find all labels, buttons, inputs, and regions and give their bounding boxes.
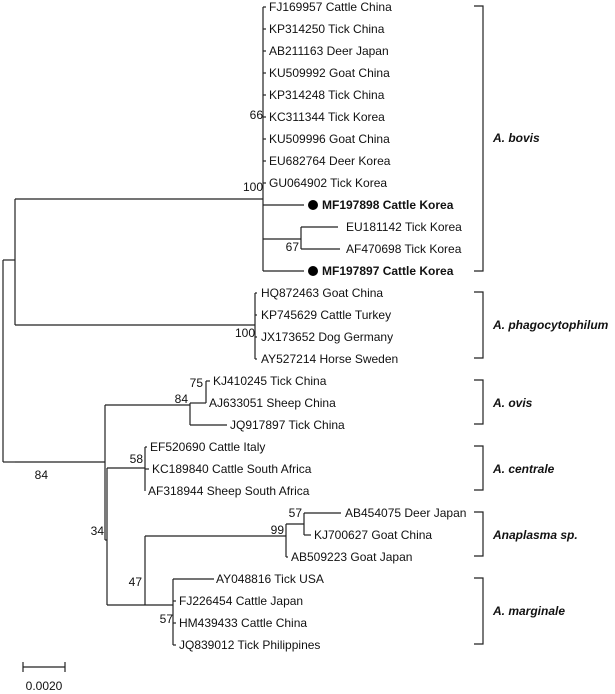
bootstrap-value: 57 — [160, 612, 174, 626]
clade-bracket-a-phagocytophilum: A. phagocytophilum — [474, 291, 609, 359]
clade-bracket-a-bovis: A. bovis — [474, 5, 540, 272]
leaf-label: EU682764 Deer Korea — [269, 154, 391, 168]
leaf-label: KU509992 Goat China — [269, 66, 390, 80]
clade-label: A. ovis — [492, 396, 533, 410]
leaf-label: AB509223 Goat Japan — [291, 550, 412, 564]
leaf-label: EU181142 Tick Korea — [346, 220, 462, 234]
bootstrap-value: 47 — [129, 575, 143, 589]
bootstrap-value: 84 — [35, 468, 49, 482]
highlight-dot — [308, 266, 318, 276]
leaf-label: JQ839012 Tick Philippines — [179, 638, 320, 652]
leaf-label: KJ700627 Goat China — [314, 528, 432, 542]
bootstrap-value: 34 — [91, 524, 105, 538]
clade-label: A. centrale — [492, 462, 555, 476]
leaf-label: JX173652 Dog Germany — [261, 330, 393, 344]
leaf-label: KC189840 Cattle South Africa — [152, 462, 312, 476]
leaf-label: AY527214 Horse Sweden — [261, 352, 398, 366]
leaf-label: HM439433 Cattle China — [179, 616, 307, 630]
bootstrap-values: 66 100 67 100 75 84 58 84 34 99 57 47 57 — [35, 108, 303, 626]
bootstrap-value: 100 — [243, 180, 263, 194]
scale-bar: 0.0020 — [22, 662, 66, 693]
leaf-label: KP745629 Cattle Turkey — [261, 308, 391, 322]
bootstrap-value: 84 — [175, 392, 189, 406]
leaf-label: EF520690 Cattle Italy — [150, 440, 265, 454]
leaf-label: AB211163 Deer Japan — [269, 44, 389, 58]
leaf-label: JQ917897 Tick China — [230, 418, 345, 432]
leaf-label-highlighted: MF197897 Cattle Korea — [322, 264, 454, 278]
clade-label: A. phagocytophilum — [492, 318, 609, 332]
clade-label: A. marginale — [492, 604, 565, 618]
leaf-label: KU509996 Goat China — [269, 132, 390, 146]
bootstrap-value: 57 — [289, 506, 303, 520]
bootstrap-value: 67 — [286, 240, 300, 254]
leaf-label: AJ633051 Sheep China — [209, 396, 336, 410]
leaf-label: HQ872463 Goat China — [261, 286, 383, 300]
leaf-label: AF470698 Tick Korea — [346, 242, 462, 256]
leaf-label: AY048816 Tick USA — [216, 572, 324, 586]
leaf-label: AB454075 Deer Japan — [345, 506, 466, 520]
bootstrap-value: 99 — [271, 523, 285, 537]
clade-bracket-a-centrale: A. centrale — [474, 445, 555, 491]
clade-label: Anaplasma sp. — [492, 528, 578, 542]
leaf-label-highlighted: MF197898 Cattle Korea — [322, 198, 454, 212]
clade-bracket-a-ovis: A. ovis — [474, 379, 533, 425]
scale-bar-line — [22, 662, 66, 672]
tree-branches — [2, 6, 341, 646]
leaf-label: FJ169957 Cattle China — [269, 0, 392, 14]
bootstrap-value: 58 — [130, 452, 144, 466]
bootstrap-value: 75 — [190, 376, 204, 390]
clade-brackets: A. bovis A. phagocytophilum A. ovis A. c… — [474, 5, 609, 645]
leaf-label: KJ410245 Tick China — [213, 374, 327, 388]
leaf-labels: FJ169957 Cattle China KP314250 Tick Chin… — [148, 0, 466, 652]
leaf-label: KP314248 Tick China — [269, 88, 385, 102]
clade-bracket-a-marginale: A. marginale — [474, 577, 565, 645]
leaf-label: AF318944 Sheep South Africa — [148, 484, 310, 498]
leaf-label: KC311344 Tick Korea — [269, 110, 385, 124]
highlight-dot — [308, 200, 318, 210]
leaf-label: KP314250 Tick China — [269, 22, 385, 36]
clade-bracket-anaplasma-sp: Anaplasma sp. — [474, 511, 578, 557]
scale-bar-label: 0.0020 — [26, 679, 63, 693]
bootstrap-value: 100 — [235, 326, 255, 340]
bootstrap-value: 66 — [250, 108, 264, 122]
leaf-label: FJ226454 Cattle Japan — [179, 594, 303, 608]
leaf-label: GU064902 Tick Korea — [269, 176, 387, 190]
clade-label: A. bovis — [492, 131, 540, 145]
